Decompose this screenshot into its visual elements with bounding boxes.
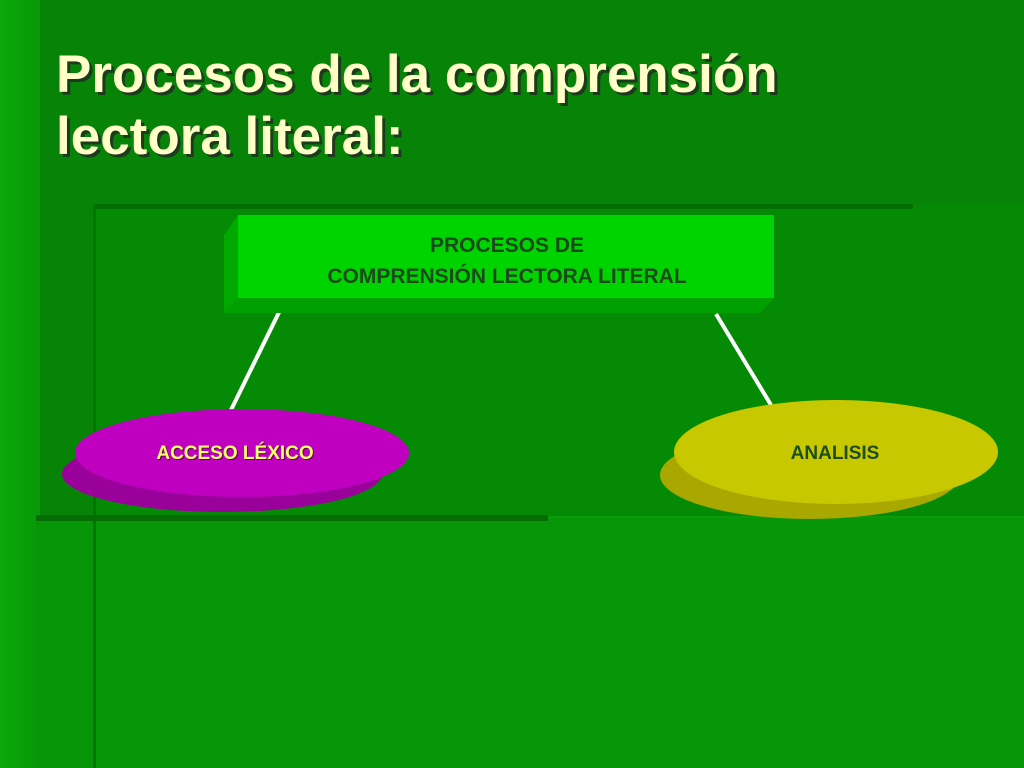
root-node-box [224,215,774,313]
node-acceso-lexico-label: ACCESO LÉXICO [156,443,314,464]
root-node-box-left-face [224,215,238,313]
slide-title: Procesos de la comprensión lectora liter… [56,44,778,168]
root-node-box-front [238,215,774,298]
background-panel-bottom [36,517,1024,768]
root-node-label-line-2: COMPRENSIÓN LECTORA LITERAL [327,265,687,288]
background-horizontal-line-middle [36,515,548,521]
background-horizontal-line-top [95,204,913,209]
background-left-strip [0,0,40,768]
slide-title-line-1: Procesos de la comprensión [56,45,778,104]
node-analisis [660,400,998,519]
root-node-label-line-1: PROCESOS DE [429,234,585,257]
root-node-label: PROCESOS DE COMPRENSIÓN LECTORA LITERAL [240,230,774,292]
node-analisis-shape [674,400,998,504]
connector-root-to-right [714,312,773,407]
node-acceso-lexico-shape [75,409,409,497]
root-node-box-bottom-face [224,298,774,313]
node-acceso-lexico [62,409,409,512]
node-analisis-label: ANALISIS [790,443,880,464]
slide-title-line-2: lectora literal: [56,107,404,166]
connector-root-to-left [229,295,289,411]
